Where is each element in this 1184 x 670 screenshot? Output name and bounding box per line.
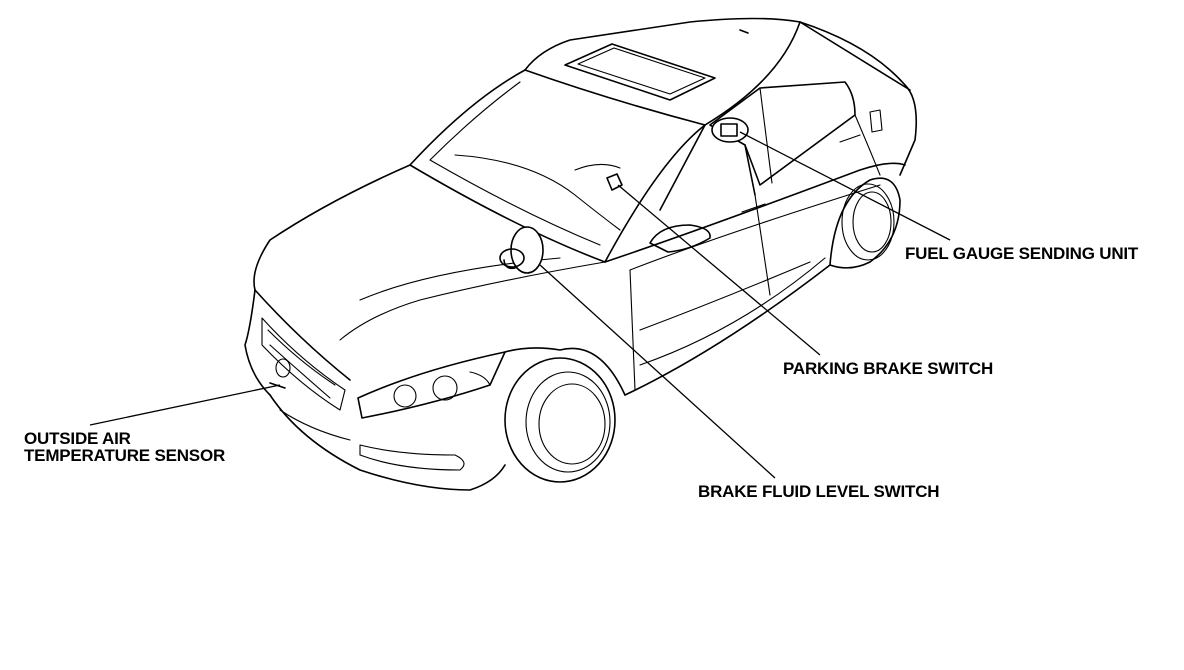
- brake-fluid-level-switch-icon: [499, 226, 544, 274]
- car-body-outline: [244, 17, 918, 491]
- fuel-gauge-leader-line: [739, 131, 951, 241]
- parking-brake-leader-line: [617, 184, 821, 356]
- outside-air-temperature-leader-line: [89, 384, 281, 426]
- fuel-gauge-sending-unit-label: FUEL GAUGE SENDING UNIT: [905, 244, 1139, 263]
- outside-air-temperature-sensor-label-line2: TEMPERATURE SENSOR: [24, 446, 226, 465]
- fuel-gauge-sending-unit-icon: [711, 117, 749, 143]
- brake-fluid-level-switch-label: BRAKE FLUID LEVEL SWITCH: [698, 482, 940, 501]
- outside-air-temperature-sensor-label-line1: OUTSIDE AIR: [24, 429, 131, 448]
- parking-brake-switch-icon: [606, 173, 623, 191]
- brake-fluid-leader-line: [539, 264, 776, 479]
- outside-air-temperature-sensor-label: OUTSIDE AIR TEMPERATURE SENSOR: [24, 430, 225, 464]
- parking-brake-switch-label: PARKING BRAKE SWITCH: [783, 359, 994, 378]
